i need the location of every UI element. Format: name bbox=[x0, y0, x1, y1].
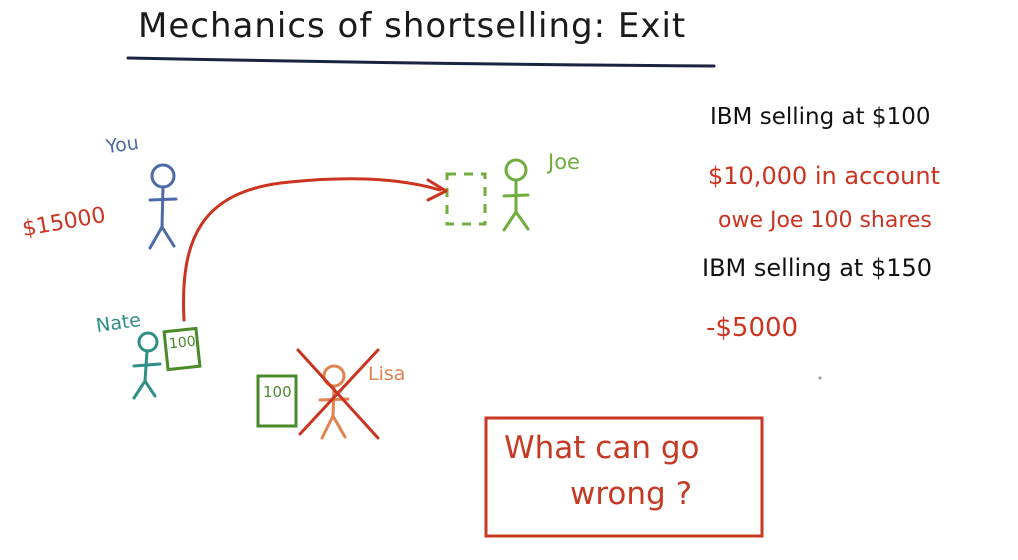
lisa-cross-out bbox=[296, 348, 380, 440]
question-box bbox=[484, 416, 764, 538]
question-line-1: What can go bbox=[504, 430, 700, 466]
transfer-arrowhead bbox=[426, 178, 448, 202]
joe-dashed-shares-box bbox=[445, 172, 487, 226]
page-title: Mechanics of shortselling: Exit bbox=[138, 6, 687, 46]
note-account-balance: $10,000 in account bbox=[708, 162, 940, 190]
lisa-shares-box bbox=[256, 374, 298, 428]
label-lisa: Lisa bbox=[368, 363, 406, 385]
transfer-arrow bbox=[182, 177, 442, 322]
title-underline bbox=[126, 56, 716, 68]
label-you: You bbox=[104, 131, 141, 159]
joe-figure bbox=[502, 158, 530, 232]
note-price-100: IBM selling at $100 bbox=[710, 104, 931, 130]
note-price-150: IBM selling at $150 bbox=[702, 254, 933, 282]
note-loss: -$5000 bbox=[706, 313, 799, 343]
stray-dot bbox=[818, 376, 822, 380]
nate-figure bbox=[132, 331, 162, 400]
note-owe-joe: owe Joe 100 shares bbox=[718, 208, 932, 233]
question-line-2: wrong ? bbox=[570, 476, 693, 512]
lisa-shares-label: 100 bbox=[263, 383, 292, 401]
you-figure bbox=[148, 163, 178, 250]
nate-shares-box bbox=[162, 326, 202, 372]
label-joe: Joe bbox=[548, 150, 580, 174]
nate-shares-label: 100 bbox=[168, 333, 197, 353]
